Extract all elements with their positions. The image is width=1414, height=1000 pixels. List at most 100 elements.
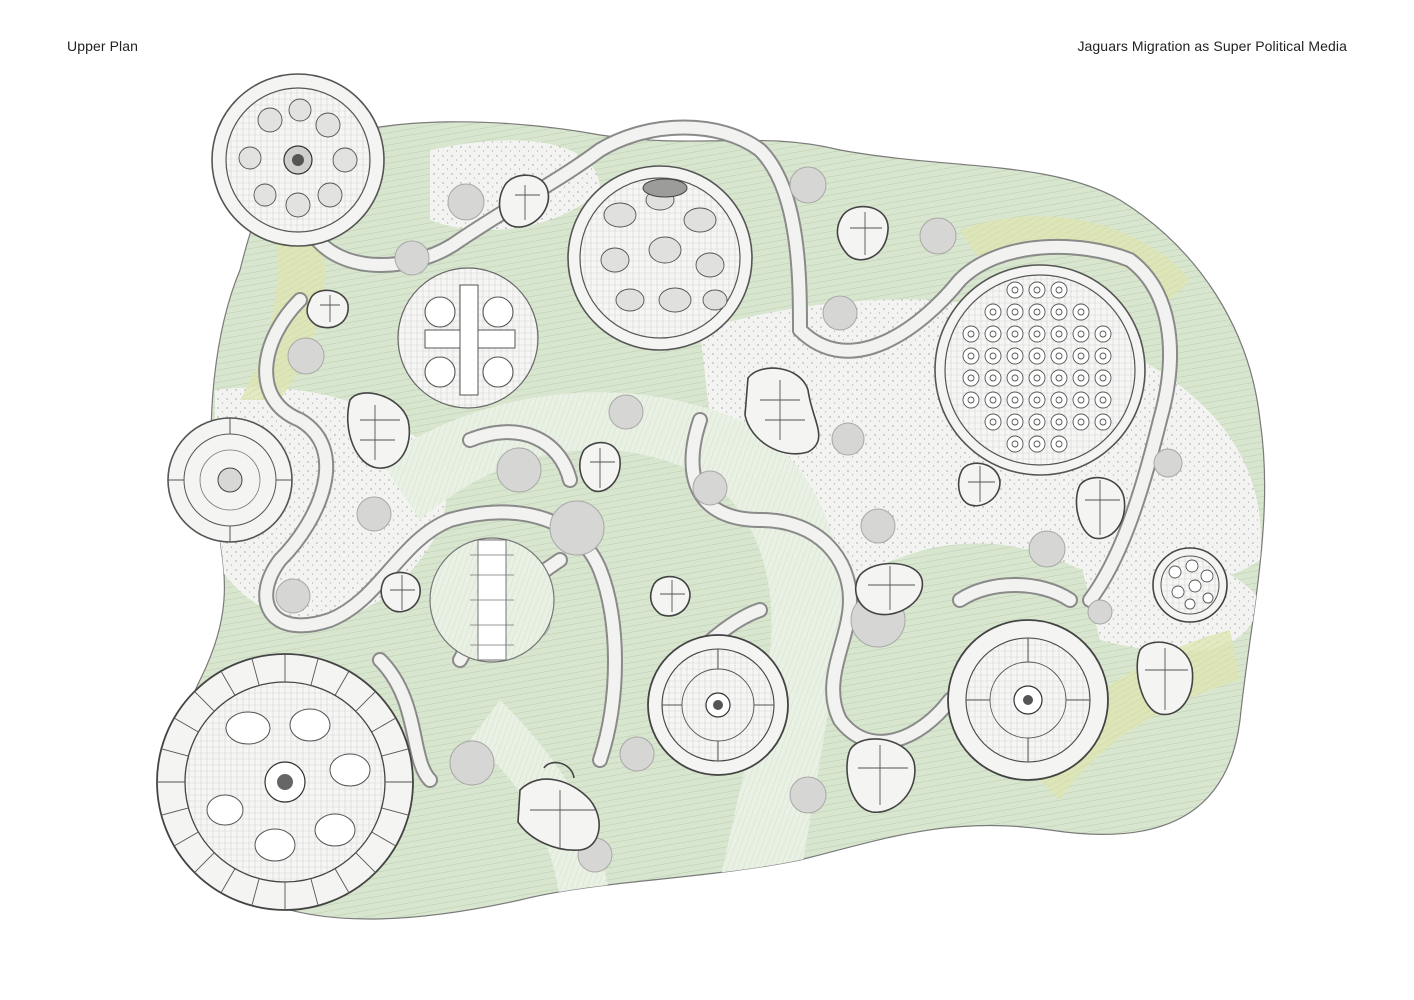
room-division bbox=[220, 670, 236, 696]
pad bbox=[1087, 599, 1113, 625]
field-dot-core bbox=[1055, 308, 1063, 316]
pad bbox=[549, 500, 605, 556]
building-cross bbox=[397, 267, 539, 409]
pad bbox=[789, 776, 827, 814]
field-dot-core bbox=[1011, 286, 1019, 294]
pad bbox=[275, 578, 311, 614]
field-dot-core bbox=[989, 308, 997, 316]
field-dot-core bbox=[1033, 396, 1041, 404]
field-dot-core bbox=[1077, 396, 1085, 404]
building-bottom-right bbox=[947, 619, 1109, 781]
pad bbox=[447, 183, 485, 221]
field-dot-core bbox=[967, 330, 975, 338]
field-dot-core bbox=[1033, 440, 1041, 448]
room-division bbox=[251, 658, 260, 686]
pod bbox=[854, 562, 924, 616]
pad bbox=[394, 240, 430, 276]
room-division bbox=[251, 878, 260, 906]
field-dot-core bbox=[1033, 352, 1041, 360]
field-dot-core bbox=[1077, 374, 1085, 382]
field-dot-core bbox=[1099, 396, 1107, 404]
field-dot-core bbox=[1011, 396, 1019, 404]
pad bbox=[789, 166, 827, 204]
room-division bbox=[355, 852, 376, 873]
pod bbox=[306, 289, 349, 329]
field-dot-core bbox=[989, 418, 997, 426]
sheet-title-upper-plan: Upper Plan bbox=[67, 38, 139, 54]
pod bbox=[836, 205, 889, 261]
field-dot-core bbox=[1055, 440, 1063, 448]
pod bbox=[846, 738, 916, 813]
pad bbox=[608, 394, 644, 430]
pad bbox=[287, 337, 325, 375]
room-division bbox=[371, 717, 397, 733]
room-division bbox=[173, 831, 199, 847]
field-dot-core bbox=[1033, 308, 1041, 316]
room-division bbox=[310, 878, 319, 906]
room-division bbox=[371, 831, 397, 847]
building-bottom-left bbox=[156, 653, 414, 911]
pod bbox=[957, 462, 1001, 507]
field-dot-core bbox=[1099, 374, 1107, 382]
field-dot-core bbox=[1055, 396, 1063, 404]
field-dot-core bbox=[1011, 308, 1019, 316]
pod bbox=[649, 575, 691, 617]
room-division bbox=[334, 670, 350, 696]
field-dot-core bbox=[1077, 330, 1085, 338]
field-dot-core bbox=[1055, 418, 1063, 426]
field-dot-core bbox=[1033, 330, 1041, 338]
room-division bbox=[381, 748, 409, 757]
building-circle-field bbox=[934, 264, 1146, 476]
pebble-pods bbox=[306, 174, 1194, 851]
room-division bbox=[220, 868, 236, 894]
room-division bbox=[194, 852, 215, 873]
pod bbox=[380, 571, 421, 613]
pad bbox=[356, 496, 392, 532]
pod-partitions bbox=[320, 185, 1188, 848]
pad bbox=[822, 295, 858, 331]
field-dot-core bbox=[1011, 440, 1019, 448]
field-dot-core bbox=[1033, 286, 1041, 294]
field-dot-core bbox=[1033, 374, 1041, 382]
room-division bbox=[381, 807, 409, 816]
pad bbox=[1028, 530, 1066, 568]
field-dot-core bbox=[989, 330, 997, 338]
pad bbox=[449, 740, 495, 786]
field-dot-core bbox=[1011, 352, 1019, 360]
field-dot-core bbox=[1077, 352, 1085, 360]
field-dot-core bbox=[989, 352, 997, 360]
field-dot-core bbox=[1011, 418, 1019, 426]
pod bbox=[346, 392, 411, 469]
room-division bbox=[310, 658, 319, 686]
building-small-right bbox=[1152, 547, 1228, 623]
pod bbox=[543, 761, 575, 779]
field-dot-core bbox=[1011, 330, 1019, 338]
room-division bbox=[355, 691, 376, 712]
building-left-ring bbox=[167, 417, 293, 543]
pod bbox=[517, 778, 600, 851]
building-top-left bbox=[211, 73, 385, 247]
building-center-stage bbox=[429, 537, 555, 663]
field-dot-core bbox=[1055, 330, 1063, 338]
field-dot-core bbox=[967, 352, 975, 360]
pad bbox=[692, 470, 728, 506]
room-division bbox=[161, 807, 189, 816]
tree-pads bbox=[275, 166, 1183, 873]
round-buildings bbox=[156, 73, 1228, 911]
pad bbox=[831, 422, 865, 456]
field-dot-core bbox=[967, 396, 975, 404]
pad bbox=[619, 736, 655, 772]
room-division bbox=[334, 868, 350, 894]
pad bbox=[919, 217, 957, 255]
field-dot-core bbox=[1077, 418, 1085, 426]
pod bbox=[1075, 476, 1126, 540]
field-dot-core bbox=[989, 396, 997, 404]
building-top-middle bbox=[567, 165, 753, 351]
sheet-title-project-name: Jaguars Migration as Super Political Med… bbox=[1077, 38, 1347, 54]
pod bbox=[498, 174, 550, 228]
pad bbox=[860, 508, 896, 544]
field-dot-core bbox=[1099, 352, 1107, 360]
field-dot-core bbox=[1033, 418, 1041, 426]
pad bbox=[496, 447, 542, 493]
room-division bbox=[173, 717, 199, 733]
